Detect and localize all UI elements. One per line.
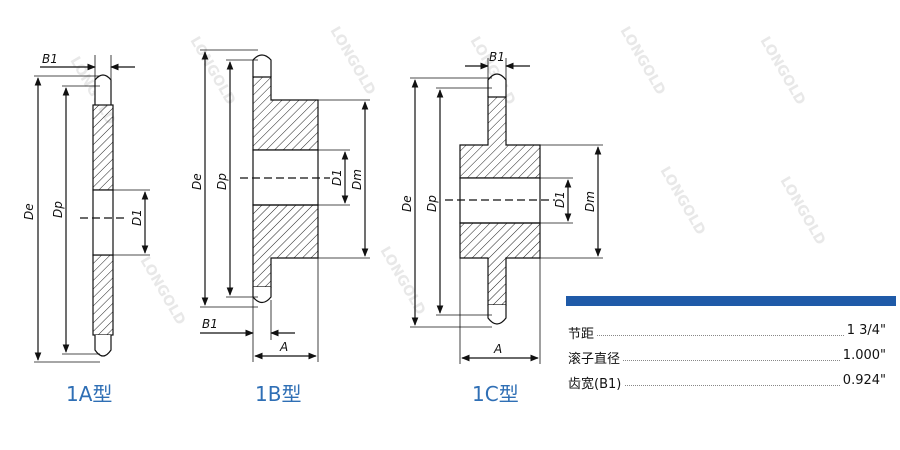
label-dp-1c: Dp <box>425 195 439 212</box>
watermark-text: LONGOLD <box>757 34 809 108</box>
label-dp-1b: Dp <box>215 173 229 190</box>
dotted-leader <box>568 360 886 361</box>
spec-value: 0.924" <box>839 373 886 388</box>
sprocket-1b <box>200 49 370 362</box>
watermark-text: LONGOLD <box>657 164 709 238</box>
caption-1c: 1C型 <box>472 382 519 406</box>
label-dm-1c: Dm <box>583 191 597 212</box>
sprocket-1c <box>410 58 603 364</box>
caption-1b: 1B型 <box>255 382 302 406</box>
label-dm-1b: Dm <box>350 169 364 190</box>
label-de-1b: De <box>190 173 204 190</box>
label-de-1c: De <box>400 195 414 212</box>
label-dp-1a: Dp <box>51 201 65 218</box>
spec-row-pitch: 节距 1 3/4" <box>568 323 886 343</box>
label-d1-1c: D1 <box>553 191 567 208</box>
label-b1-1b: B1 <box>202 317 218 331</box>
watermark-text: LONGOLD <box>377 244 429 318</box>
spec-row-tooth-width: 齿宽(B1) 0.924" <box>568 373 886 393</box>
spec-label: 齿宽(B1) <box>568 373 625 392</box>
spec-label: 节距 <box>568 323 598 342</box>
label-de-1a: De <box>22 203 36 220</box>
spec-label: 滚子直径 <box>568 348 624 367</box>
watermark: LONGOLD LONGOLD LONGOLD LONGOLD LONGOLD … <box>67 24 829 328</box>
dotted-leader <box>568 335 886 336</box>
label-d1-1a: D1 <box>130 209 144 226</box>
spec-value: 1.000" <box>839 348 886 363</box>
watermark-text: LONGOLD <box>137 254 189 328</box>
label-a-1c: A <box>493 342 502 356</box>
caption-1a: 1A型 <box>66 382 113 406</box>
watermark-text: LONGOLD <box>187 34 239 108</box>
dotted-leader <box>568 385 886 386</box>
watermark-text: LONGOLD <box>327 24 379 98</box>
label-b1-1a: B1 <box>42 52 58 66</box>
spec-header-bar <box>566 296 896 306</box>
spec-value: 1 3/4" <box>843 323 886 338</box>
label-a-1b: A <box>279 340 288 354</box>
sprocket-1a <box>34 55 150 363</box>
watermark-text: LONGOLD <box>617 24 669 98</box>
spec-row-roller-diameter: 滚子直径 1.000" <box>568 348 886 368</box>
label-d1-1b: D1 <box>330 169 344 186</box>
watermark-text: LONGOLD <box>777 174 829 248</box>
label-b1-1c: B1 <box>489 50 505 64</box>
